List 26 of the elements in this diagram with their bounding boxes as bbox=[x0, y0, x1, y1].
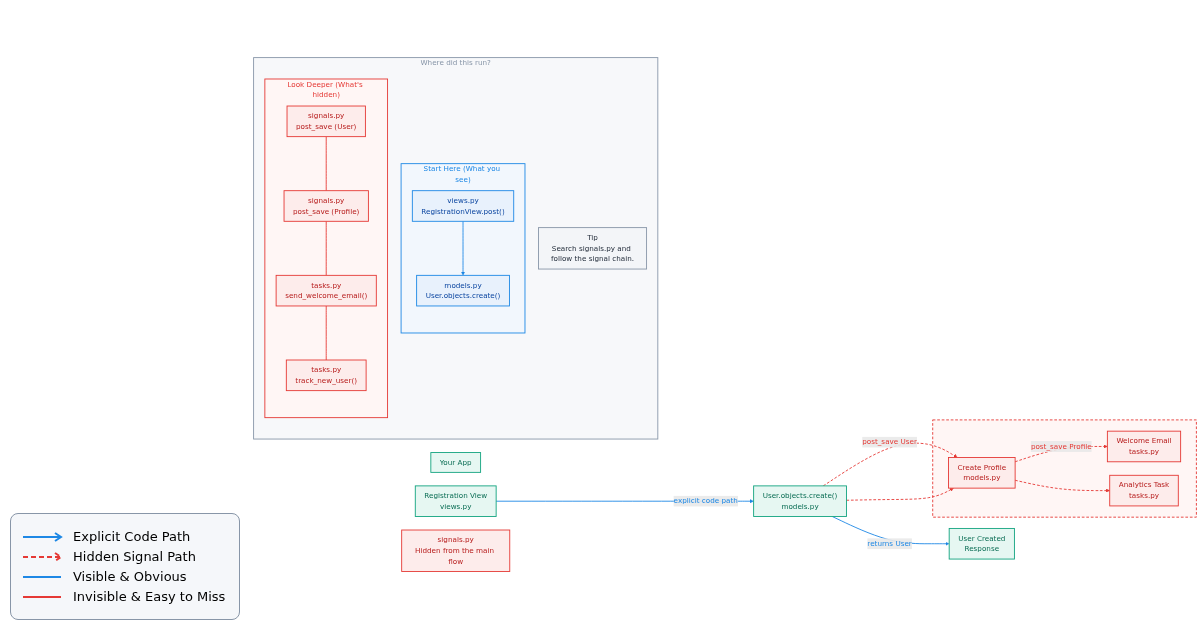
node-box bbox=[416, 275, 510, 307]
node-box bbox=[538, 227, 648, 270]
node-box bbox=[948, 457, 1016, 490]
cluster bbox=[264, 79, 388, 419]
node-box bbox=[414, 485, 497, 518]
connector bbox=[325, 221, 327, 277]
legend-text: Explicit Code Path bbox=[73, 529, 191, 544]
node-box bbox=[411, 190, 515, 223]
cluster bbox=[253, 57, 659, 440]
node-box bbox=[430, 452, 482, 474]
node-box bbox=[285, 360, 367, 392]
legend-text: Visible & Obvious bbox=[73, 569, 187, 584]
connector bbox=[325, 136, 327, 192]
legend-text: Hidden Signal Path bbox=[73, 549, 196, 564]
node-box bbox=[1106, 431, 1182, 463]
node-box bbox=[401, 530, 511, 573]
node-box bbox=[283, 190, 369, 223]
connector bbox=[325, 306, 327, 361]
cluster bbox=[400, 163, 526, 334]
node-box bbox=[948, 528, 1015, 560]
node-box bbox=[275, 275, 377, 307]
node-box bbox=[1109, 475, 1179, 507]
node-box bbox=[753, 485, 847, 518]
node-box bbox=[286, 106, 366, 138]
cluster bbox=[932, 419, 1197, 519]
legend-text: Invisible & Easy to Miss bbox=[73, 589, 226, 604]
